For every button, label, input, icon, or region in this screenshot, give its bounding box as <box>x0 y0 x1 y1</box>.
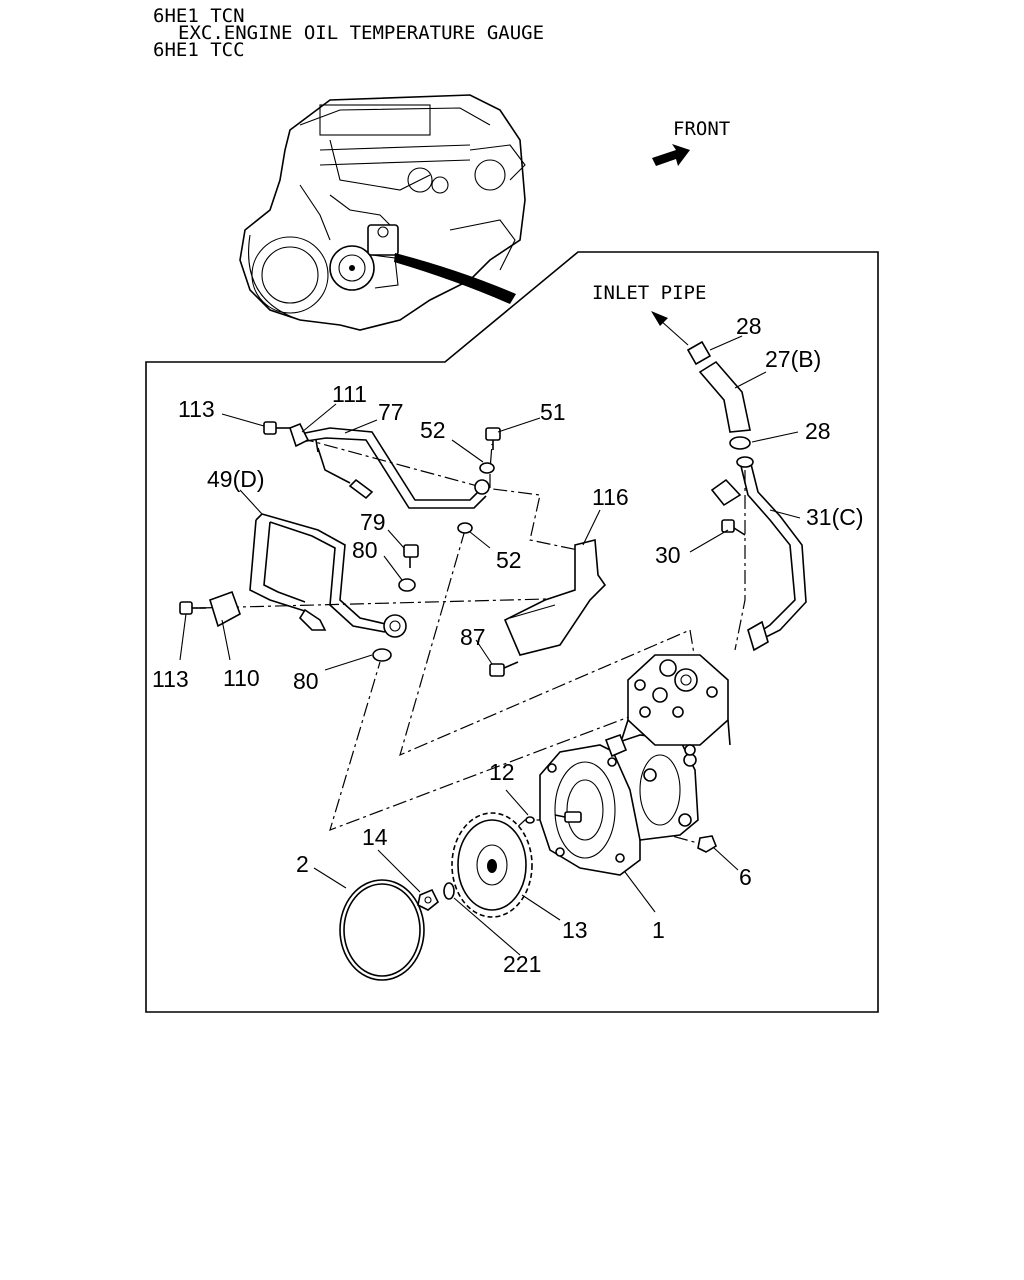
key-12 <box>525 816 535 824</box>
bolt-113-bottom <box>179 601 206 615</box>
callout-51: 51 <box>540 399 566 425</box>
hose-clamp-28-mid <box>729 436 751 450</box>
header-model-line-2: 6HE1 TCC <box>153 39 245 61</box>
callout-111: 111 <box>332 381 367 407</box>
leader-lines <box>179 335 801 956</box>
callout-labels: 28 27(B) 28 31(C) 30 116 113 111 77 52 5… <box>152 313 864 977</box>
callout-28-mid: 28 <box>805 418 831 444</box>
callout-87: 87 <box>460 624 486 650</box>
inlet-pipe-arrow-shaft <box>659 319 689 346</box>
callout-77: 77 <box>378 399 404 425</box>
washer-221 <box>443 882 455 900</box>
bolt-51 <box>485 427 501 450</box>
inlet-pipe-arrow-icon <box>651 311 668 326</box>
drive-gear-13 <box>451 812 533 918</box>
inlet-pipe-label: INLET PIPE <box>592 282 706 304</box>
washer-80-bot <box>372 648 392 662</box>
hose-27 <box>698 360 751 433</box>
callout-116: 116 <box>592 484 629 510</box>
callout-221: 221 <box>503 951 541 977</box>
callout-13: 13 <box>562 917 588 943</box>
bracket-116 <box>503 538 607 656</box>
engine-overview-sketch <box>239 94 526 331</box>
front-arrow-icon <box>652 144 690 166</box>
bolt-30 <box>721 519 746 536</box>
hose-clamp-28-top <box>686 340 712 366</box>
detail-frame <box>145 251 879 1013</box>
callout-2: 2 <box>296 851 309 877</box>
bolt-113-top <box>263 421 290 435</box>
clip-111 <box>289 422 310 448</box>
header-model-line: 6HE1 TCN <box>153 5 245 27</box>
callout-80-top: 80 <box>352 537 378 563</box>
callout-52-top: 52 <box>420 417 446 443</box>
nut-6 <box>697 835 717 853</box>
pipe-31 <box>710 456 807 652</box>
callout-79: 79 <box>360 509 386 535</box>
o-ring-2-inner <box>343 883 421 977</box>
callout-113-bottom: 113 <box>152 666 189 692</box>
callout-113-top: 113 <box>178 396 215 422</box>
callout-14: 14 <box>362 824 388 850</box>
callout-31: 31(C) <box>806 504 864 530</box>
oil-pipe-77 <box>299 427 490 509</box>
callout-28-top: 28 <box>736 313 762 339</box>
callout-30: 30 <box>655 542 681 568</box>
callout-80-bottom: 80 <box>293 668 319 694</box>
nut-14 <box>417 888 440 911</box>
callout-52-mid: 52 <box>496 547 522 573</box>
callout-49: 49(D) <box>207 466 265 492</box>
o-ring-2 <box>339 879 425 981</box>
clip-110 <box>209 590 241 628</box>
air-compressor-1 <box>539 654 731 876</box>
callout-12: 12 <box>489 759 515 785</box>
bolt-79 <box>403 544 419 568</box>
callout-27: 27(B) <box>765 346 821 372</box>
bolt-87 <box>489 661 519 677</box>
callout-6: 6 <box>739 864 752 890</box>
washer-80-top <box>398 578 416 592</box>
front-label: FRONT <box>673 118 730 140</box>
callout-1: 1 <box>652 917 665 943</box>
oil-pipe-49 <box>249 513 407 638</box>
header-exclusion-line: EXC.ENGINE OIL TEMPERATURE GAUGE <box>178 22 544 44</box>
callout-110: 110 <box>223 665 260 691</box>
washer-52-top <box>479 462 495 474</box>
washer-52-mid <box>457 522 473 534</box>
